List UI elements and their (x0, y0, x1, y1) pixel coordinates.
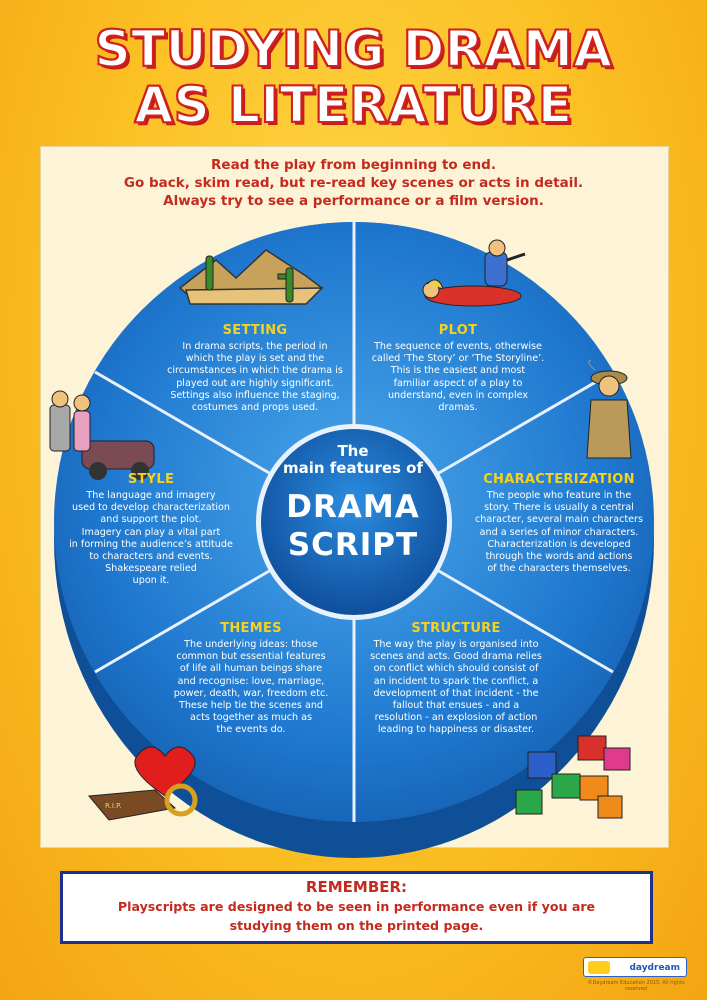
setting-line: costumes and props used. (191, 402, 319, 414)
plot-line: This is the easiest and most (390, 365, 526, 377)
style-characters-illustration (49, 390, 155, 480)
detective-illustration (586, 360, 632, 459)
remember-line-2: studying them on the printed page. (229, 918, 484, 933)
setting-title: SETTING (222, 323, 288, 338)
plot-line: familiar aspect of a play to (393, 377, 523, 389)
style-section: STYLE The language and imagery used to d… (58, 472, 244, 588)
themes-line: and recognise: love, marriage, (177, 675, 325, 687)
themes-section: THEMES The underlying ideas: those commo… (150, 621, 352, 737)
logo-icon (588, 961, 610, 974)
intro-line: Read the play from beginning to end. (211, 157, 496, 173)
themes-title: THEMES (220, 621, 282, 636)
style-line: to characters and events. (89, 551, 213, 563)
setting-line: Settings also influence the staging, (170, 389, 340, 401)
wheel-hub (261, 429, 447, 615)
themes-line: the events do. (216, 724, 286, 736)
hub-small-text-2: main features of (282, 459, 424, 477)
style-line: in forming the audience’s attitude (69, 538, 233, 550)
setting-line: In drama scripts, the period in (182, 341, 328, 352)
intro-text: Read the play from beginning to end. Go … (0, 156, 707, 210)
themes-line: of life all human beings share (179, 663, 323, 675)
wheel-dividers (94, 222, 614, 822)
structure-line: development of that incident - the (373, 687, 539, 699)
setting-line: which the play is set and the (185, 353, 325, 365)
characterization-line: story. There is usually a central (484, 502, 634, 514)
structure-line: The way the play is organised into (373, 639, 539, 650)
structure-section: STRUCTURE The way the play is organised … (356, 621, 556, 737)
setting-line: played out are highly significant. (176, 377, 334, 389)
love-death-illustration: R.I.P. (88, 746, 198, 821)
themes-line: The underlying ideas: those (184, 639, 318, 650)
structure-line: an incident to spark the conflict, a (373, 675, 539, 687)
setting-section: SETTING In drama scripts, the period in … (148, 323, 362, 414)
hub-big-text-2: SCRIPT (287, 527, 419, 563)
themes-line: acts together as much as (190, 712, 312, 724)
intro-line: Always try to see a performance or a fil… (163, 193, 544, 209)
plot-title: PLOT (438, 323, 478, 338)
remember-line-1: Playscripts are designed to be seen in p… (117, 899, 596, 914)
characterization-line: The people who feature in the (486, 490, 632, 501)
characterization-line: and a series of minor characters. (479, 526, 639, 538)
jigsaw-pieces-illustration (515, 735, 631, 819)
setting-line: circumstances in which the drama is (167, 365, 343, 377)
themes-line: These help tie the scenes and (178, 700, 323, 712)
poster-title-line-2: AS LITERATURE (133, 76, 573, 134)
desert-scene-illustration (178, 249, 324, 305)
style-line: Imagery can play a vital part (81, 526, 221, 538)
characterization-line: Characterization is developed (487, 538, 631, 550)
structure-line: resolution - an explosion of action (374, 712, 538, 724)
plot-line: called ‘The Story’ or ‘The Storyline’. (371, 353, 545, 365)
plot-line: understand, even in complex (387, 389, 529, 401)
structure-line: on conflict which should consist of (373, 663, 539, 675)
style-line: upon it. (132, 575, 170, 587)
hub-small-text-1: The (337, 442, 369, 460)
publisher-logo: daydream (583, 957, 687, 977)
poster-title-line-1: STUDYING DRAMA (94, 20, 613, 78)
structure-title: STRUCTURE (411, 621, 501, 636)
intro-line: Go back, skim read, but re-read key scen… (123, 175, 584, 191)
hub-big-text-1: DRAMA (286, 489, 420, 525)
characterization-line: through the words and actions (485, 551, 633, 563)
themes-line: power, death, war, freedom etc. (173, 687, 329, 699)
logo-text: daydream (629, 963, 680, 973)
themes-line: common but essential features (176, 651, 326, 663)
plot-line: dramas. (438, 402, 478, 414)
style-line: The language and imagery (86, 490, 216, 501)
style-line: Shakespeare relied (105, 563, 197, 575)
copyright-text: ©Daydream Education 2015. All rights res… (587, 980, 685, 992)
characterization-line: of the characters themselves. (487, 563, 631, 575)
style-line: and support the plot. (100, 514, 202, 526)
plot-characters-illustration (422, 239, 526, 307)
characterization-section: CHARACTERIZATION The people who feature … (470, 472, 648, 575)
structure-line: leading to happiness or disaster. (377, 724, 535, 736)
characterization-line: character, several main characters (474, 514, 644, 526)
coffin-label: R.I.P. (105, 802, 122, 810)
plot-section: PLOT The sequence of events, otherwise c… (355, 323, 561, 414)
structure-line: fallout that ensues - and a (392, 700, 520, 712)
style-title: STYLE (127, 472, 175, 487)
remember-box: REMEMBER: Playscripts are designed to be… (60, 871, 653, 944)
structure-line: scenes and acts. Good drama relies (370, 651, 542, 663)
remember-title: REMEMBER: (305, 878, 408, 896)
style-line: used to develop characterization (72, 502, 230, 514)
plot-line: The sequence of events, otherwise (374, 341, 542, 352)
characterization-title: CHARACTERIZATION (483, 472, 635, 487)
